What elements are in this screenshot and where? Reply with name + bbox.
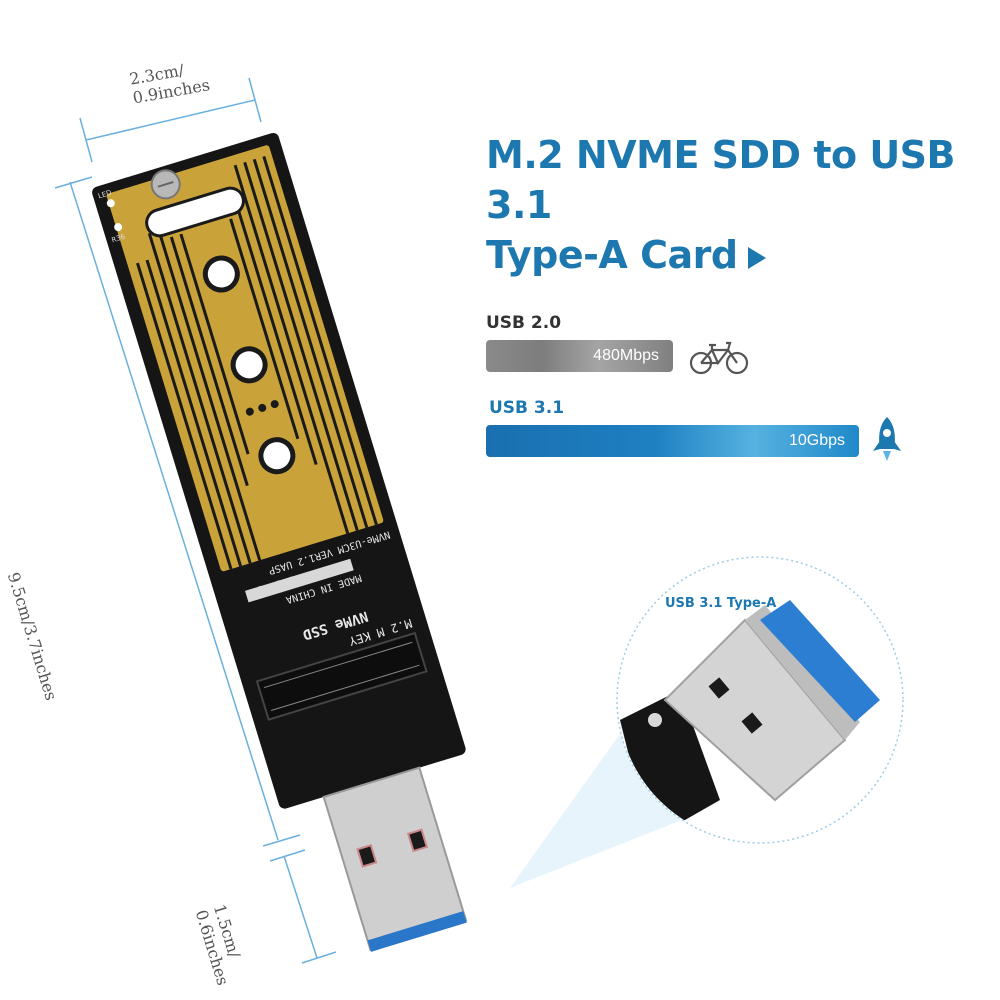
usb2-speed-bar: 480Mbps [486,340,673,372]
inset-usb-type-label: USB 3.1 Type-A [665,596,777,611]
play-arrow-icon [747,246,766,269]
rocket-icon [873,417,901,461]
product-title: M.2 NVME SDD to USB 3.1 Type-A Card [486,130,986,280]
svg-text:R36: R36 [111,233,127,245]
length-dimension-line [54,176,301,847]
usb-plug-inset [616,556,904,844]
usb3-speed-bar: 10Gbps [486,425,859,457]
title-line-1: M.2 NVME SDD to USB 3.1 [486,133,956,227]
usb3-speed-value: 10Gbps [788,432,845,449]
usb2-label: USB 2.0 [486,313,562,333]
usb3-label: USB 3.1 [489,398,565,418]
title-line-2: Type-A Card [486,230,986,280]
adapter-board: LED R36 NVMe-U3CM VER1.2 UASP MADE IN CH… [92,132,468,952]
width-dimension-line [79,77,262,163]
usb2-speed-value: 480Mbps [593,347,659,364]
svg-text:LED: LED [97,189,112,201]
bicycle-icon [689,341,749,375]
plug-dimension-line [269,849,337,964]
